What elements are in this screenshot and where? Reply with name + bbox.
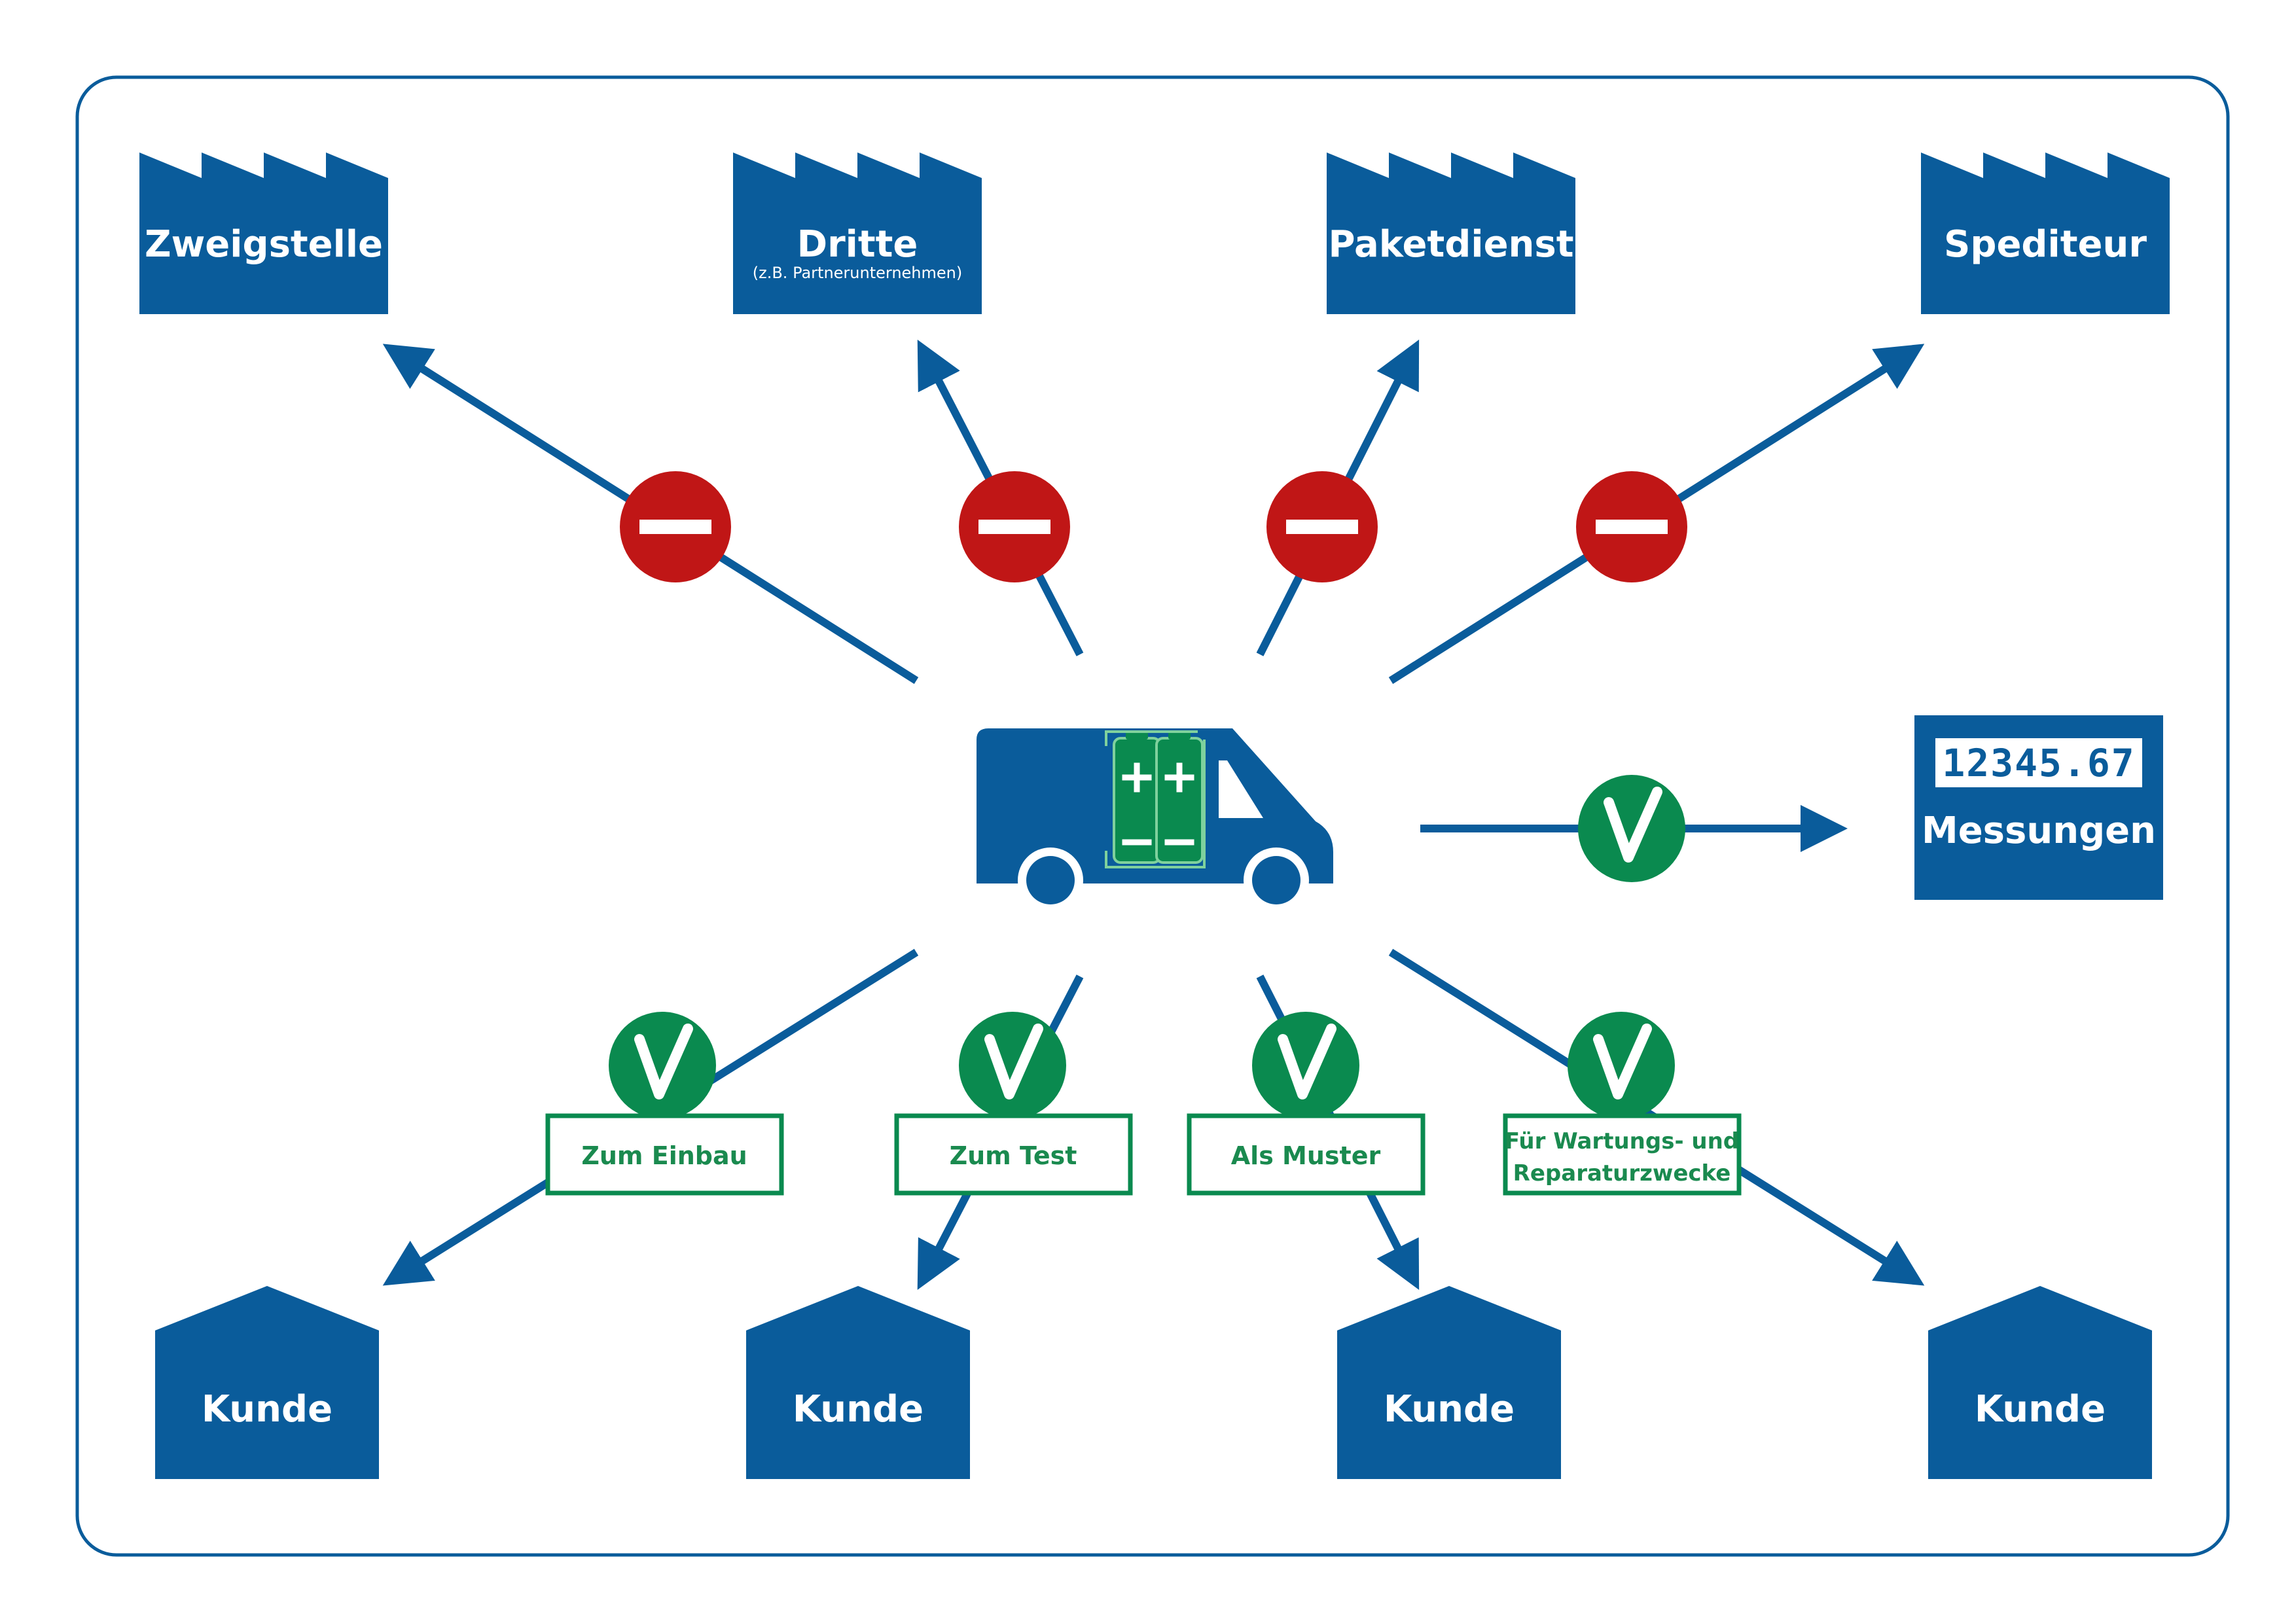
factory-icon <box>1327 152 1575 314</box>
display-screen <box>1935 738 2142 787</box>
dritte-sublabel: (z.B. Partnerunternehmen) <box>753 264 962 282</box>
no-entry-icon <box>1576 471 1687 582</box>
check-mark-icon <box>1578 775 1685 882</box>
house-icon <box>1928 1286 2152 1479</box>
purpose-text: Zum Einbau <box>581 1141 747 1170</box>
kunde-1: Kunde <box>155 1286 379 1479</box>
van-wheel-front <box>1252 856 1300 904</box>
factory-icon <box>139 152 388 314</box>
check-mark-icon <box>1252 1012 1359 1119</box>
check-mark-icon <box>959 1012 1066 1119</box>
kunde-3: Kunde <box>1337 1286 1561 1479</box>
van-window <box>1219 760 1263 818</box>
purpose-text-line2: Reparaturzwecke <box>1513 1160 1731 1186</box>
no-entry-icon <box>959 471 1070 582</box>
factory-icon <box>733 152 982 314</box>
allowed-signs <box>609 775 1685 1119</box>
check-mark-icon <box>609 1012 716 1119</box>
messungen-box: 12345.67 Messungen <box>1914 715 2163 900</box>
purpose-text-line1: Für Wartungs- und <box>1505 1128 1739 1154</box>
battery-terminals <box>1122 762 1194 846</box>
kunde-label: Kunde <box>1384 1388 1515 1431</box>
kunde-label: Kunde <box>793 1388 924 1431</box>
zweigstelle-label: Zweigstelle <box>145 223 383 266</box>
house-icon <box>746 1286 970 1479</box>
purpose-labels: Zum Einbau Zum Test Als Muster Für Wartu… <box>545 1113 1742 1196</box>
spediteur-label: Spediteur <box>1944 223 2147 266</box>
forbidden-signs <box>620 471 1687 582</box>
outer-frame <box>75 75 2230 1557</box>
kunde-2: Kunde <box>746 1286 970 1479</box>
van-with-batteries-icon <box>977 728 1333 913</box>
factory-dritte: Dritte (z.B. Partnerunternehmen) <box>733 152 982 314</box>
factory-paketdienst: Paketdienst <box>1327 152 1575 314</box>
purpose-label-muster: Als Muster <box>1187 1113 1426 1196</box>
battery-icon <box>1113 732 1204 864</box>
purpose-label-einbau: Zum Einbau <box>545 1113 784 1196</box>
purpose-label-test: Zum Test <box>894 1113 1133 1196</box>
factory-icon <box>1921 152 2170 314</box>
purpose-text: Als Muster <box>1231 1141 1381 1170</box>
van-wheel-rear <box>1026 856 1075 904</box>
purpose-text: Zum Test <box>950 1141 1077 1170</box>
purpose-label-wartung: Für Wartungs- und Reparaturzwecke <box>1503 1113 1742 1196</box>
messungen-label: Messungen <box>1922 810 2156 852</box>
no-entry-icon <box>620 471 731 582</box>
factory-zweigstelle: Zweigstelle <box>139 152 388 314</box>
house-icon <box>155 1286 379 1479</box>
kunde-label: Kunde <box>202 1388 332 1431</box>
no-entry-icon <box>1266 471 1378 582</box>
check-mark-icon <box>1568 1012 1675 1119</box>
paketdienst-label: Paketdienst <box>1328 223 1573 266</box>
factory-spediteur: Spediteur <box>1921 152 2170 314</box>
house-icon <box>1337 1286 1561 1479</box>
kunde-label: Kunde <box>1975 1388 2106 1431</box>
battery-wire <box>1105 730 1206 868</box>
kunde-4: Kunde <box>1928 1286 2152 1479</box>
display-value: 12345.67 <box>1942 741 2135 785</box>
dritte-label: Dritte <box>797 223 918 266</box>
